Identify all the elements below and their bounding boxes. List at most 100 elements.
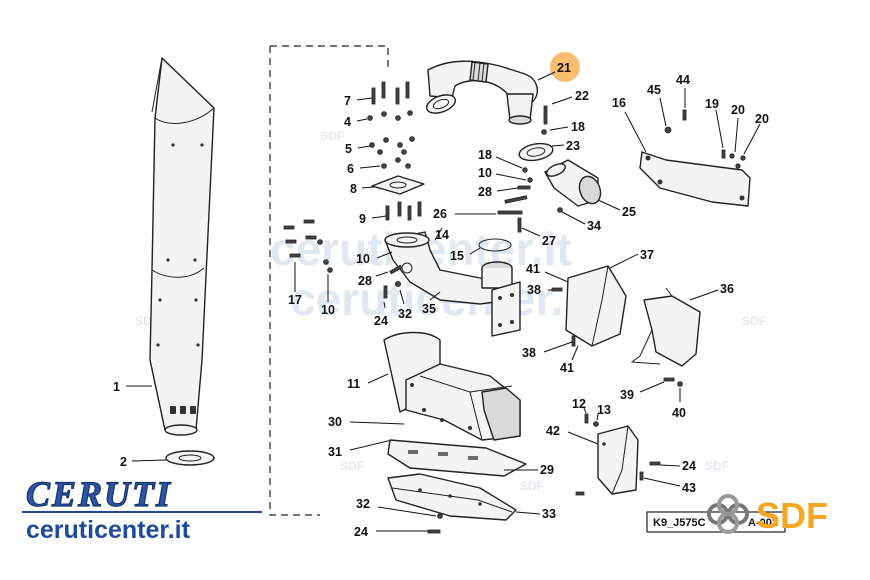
- callout-39[interactable]: 39: [620, 388, 634, 402]
- part-26-bolts[interactable]: [497, 195, 528, 215]
- part-10-28-fasteners[interactable]: [517, 167, 533, 190]
- callout-24-mid[interactable]: 24: [374, 314, 388, 328]
- part-28-bolt-lower[interactable]: [389, 264, 403, 275]
- part-18-nut-upper[interactable]: [541, 129, 547, 135]
- callout-33[interactable]: 33: [542, 507, 556, 521]
- part-20-nuts[interactable]: [729, 153, 746, 169]
- part-12-bolt[interactable]: [584, 413, 589, 424]
- part-45-nut[interactable]: [664, 126, 672, 134]
- part-44-bolt[interactable]: [682, 109, 687, 121]
- callout-41-lower[interactable]: 41: [560, 361, 574, 375]
- callout-23[interactable]: 23: [566, 139, 580, 153]
- callout-32-mid[interactable]: 32: [398, 307, 412, 321]
- callout-31[interactable]: 31: [328, 445, 342, 459]
- callout-1[interactable]: 1: [113, 380, 120, 394]
- part-19-bolt[interactable]: [721, 149, 726, 159]
- callout-20-a[interactable]: 20: [731, 103, 745, 117]
- callout-21[interactable]: 21: [557, 61, 571, 75]
- callout-8[interactable]: 8: [350, 182, 357, 196]
- part-24-bolt-lower[interactable]: [427, 529, 441, 534]
- callout-9[interactable]: 9: [359, 212, 366, 226]
- callout-25[interactable]: 25: [622, 205, 636, 219]
- callout-38-lower[interactable]: 38: [522, 346, 536, 360]
- part-42-lower-guard[interactable]: [597, 425, 639, 495]
- callout-14[interactable]: 14: [435, 228, 449, 242]
- part-32-washer-lower[interactable]: [437, 513, 443, 519]
- callout-16[interactable]: 16: [612, 96, 626, 110]
- part-17-bolts[interactable]: [283, 219, 317, 258]
- ceruti-url: ceruticenter.it: [26, 516, 191, 544]
- callout-10-left[interactable]: 10: [321, 303, 335, 317]
- part-14-exhaust-elbow[interactable]: [384, 231, 521, 337]
- part-11-muffler[interactable]: [383, 331, 521, 441]
- part-40-nut[interactable]: [677, 381, 683, 387]
- part-24-bolt-mid[interactable]: [383, 285, 388, 299]
- part-25-adapter[interactable]: [544, 159, 604, 207]
- part-4-nuts[interactable]: [367, 110, 413, 121]
- callout-36[interactable]: 36: [720, 282, 734, 296]
- callout-6[interactable]: 6: [347, 162, 354, 176]
- part-33-base-tray[interactable]: [387, 473, 517, 521]
- callout-17[interactable]: 17: [288, 293, 302, 307]
- callout-20-b[interactable]: 20: [755, 112, 769, 126]
- callout-15[interactable]: 15: [450, 249, 464, 263]
- callout-13[interactable]: 13: [597, 403, 611, 417]
- callout-44[interactable]: 44: [676, 73, 690, 87]
- callout-40[interactable]: 40: [672, 406, 686, 420]
- callout-11[interactable]: 11: [347, 377, 360, 391]
- part-2-gasket[interactable]: [165, 450, 215, 466]
- part-24-bolt-right[interactable]: [649, 461, 661, 466]
- callout-27[interactable]: 27: [542, 234, 556, 248]
- callout-37[interactable]: 37: [640, 248, 654, 262]
- part-29-gasket-plate[interactable]: [387, 439, 527, 477]
- part-23-clamp[interactable]: [518, 141, 554, 163]
- part-27-bolt[interactable]: [517, 217, 522, 233]
- callout-28-upper[interactable]: 28: [478, 185, 492, 199]
- watermark-sdf: SDF: [320, 129, 344, 143]
- part-43-bolts[interactable]: [575, 471, 644, 496]
- callout-38-upper[interactable]: 38: [527, 283, 541, 297]
- callout-28-lower[interactable]: 28: [358, 274, 372, 288]
- callout-10-mid[interactable]: 10: [356, 252, 370, 266]
- callout-24-right[interactable]: 24: [682, 459, 696, 473]
- callout-24-lower[interactable]: 24: [354, 525, 368, 539]
- callout-18-lower[interactable]: 18: [478, 148, 492, 162]
- part-6-nuts[interactable]: [381, 157, 411, 169]
- part-7-studs[interactable]: [371, 81, 410, 105]
- part-15-o-ring[interactable]: [478, 238, 512, 252]
- part-16-bracket[interactable]: [639, 151, 751, 207]
- part-10-nuts-left[interactable]: [317, 239, 333, 273]
- callout-2[interactable]: 2: [120, 455, 127, 469]
- callout-42[interactable]: 42: [546, 424, 560, 438]
- callout-19[interactable]: 19: [705, 97, 719, 111]
- callout-4[interactable]: 4: [344, 115, 351, 129]
- callout-22[interactable]: 22: [575, 89, 589, 103]
- part-32-washer-mid[interactable]: [394, 280, 401, 287]
- callout-18-upper[interactable]: 18: [571, 120, 585, 134]
- callout-30[interactable]: 30: [328, 415, 342, 429]
- part-36-guard[interactable]: [630, 287, 701, 367]
- part-21-flex-elbow[interactable]: [424, 60, 538, 125]
- callout-45[interactable]: 45: [647, 83, 661, 97]
- callout-35[interactable]: 35: [422, 302, 436, 316]
- callout-10-upper[interactable]: 10: [478, 166, 492, 180]
- part-9-studs[interactable]: [385, 201, 422, 221]
- part-22-bolt[interactable]: [543, 105, 548, 125]
- callout-41-upper[interactable]: 41: [526, 262, 540, 276]
- callout-12[interactable]: 12: [572, 397, 586, 411]
- callout-34[interactable]: 34: [587, 219, 601, 233]
- part-37-heat-shield[interactable]: [565, 265, 627, 347]
- callout-32-lower[interactable]: 32: [356, 497, 370, 511]
- part-34-bolt[interactable]: [557, 207, 563, 213]
- part-8-flange-gasket[interactable]: [371, 175, 425, 195]
- callout-5[interactable]: 5: [345, 142, 352, 156]
- part-5-washers[interactable]: [369, 136, 415, 155]
- callout-26[interactable]: 26: [433, 207, 447, 221]
- part-13-nut[interactable]: [593, 421, 599, 427]
- callout-29[interactable]: 29: [540, 463, 554, 477]
- callout-7[interactable]: 7: [344, 94, 351, 108]
- part-39-bolt[interactable]: [663, 377, 675, 382]
- part-1-exhaust-pipe[interactable]: [149, 57, 215, 436]
- callout-43[interactable]: 43: [682, 481, 696, 495]
